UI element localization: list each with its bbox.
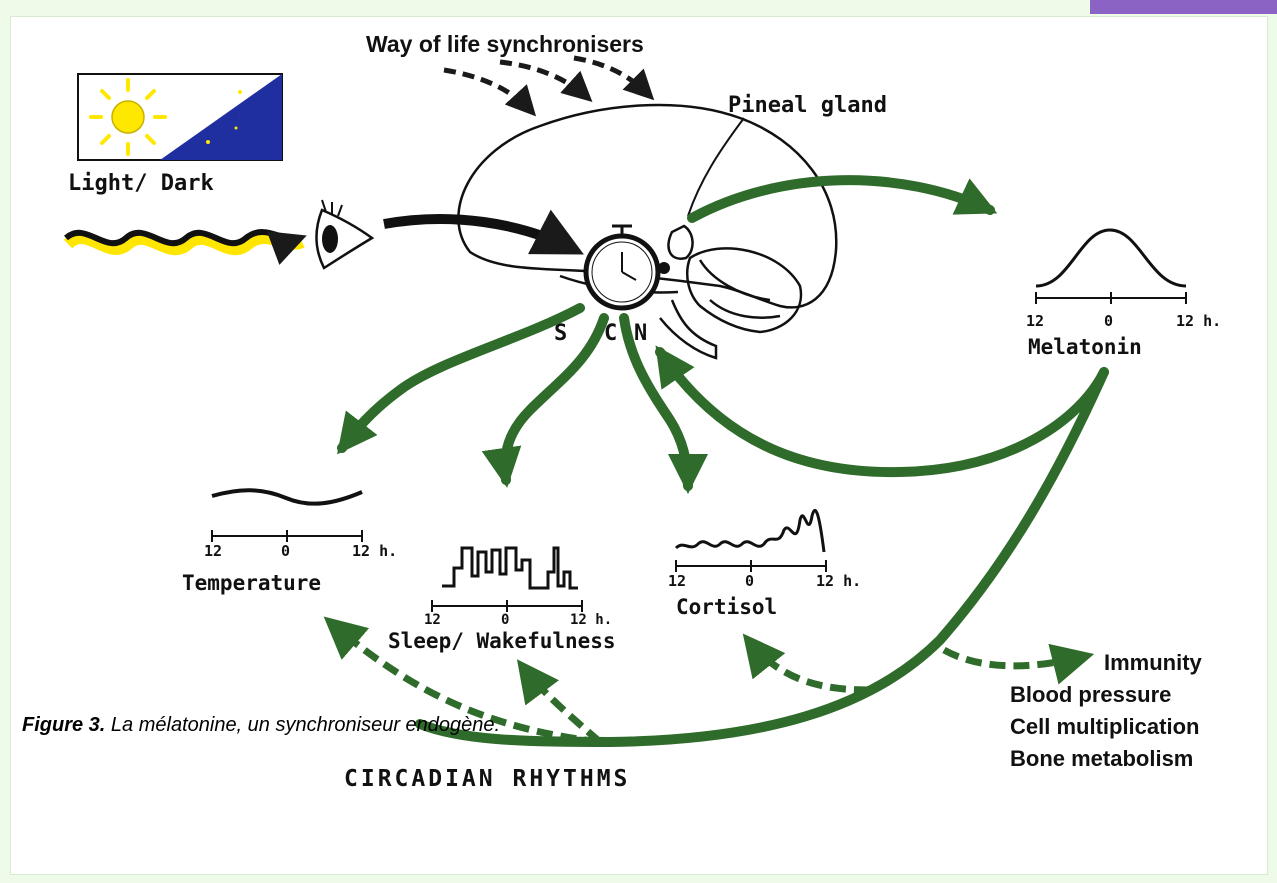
temperature-tick-right: 12 h. [352,542,397,560]
sleep-tick-right: 12 h. [570,612,612,628]
scn-letter-n: N [634,321,647,346]
cortisol-chart [676,510,826,572]
pineal-gland-label: Pineal gland [728,93,887,118]
caption-figure-number: Figure 3. [22,714,105,736]
melatonin-tick-mid: 0 [1104,312,1113,330]
scn-clock-icon [586,226,658,308]
light-dark-label: Light/ Dark [68,171,214,196]
scn-to-temperature-arrow [342,308,580,448]
figure-caption: Figure 3. La mélatonine, un synchroniseu… [22,714,500,737]
temperature-tick-left: 12 [204,542,222,560]
sleep-chart [432,548,582,612]
sun-icon [112,101,144,133]
melatonin-to-rhythms-line [420,372,1104,742]
scn-output-arrows [342,180,1104,742]
to-effects-dashed-arrow [944,650,1086,666]
cortisol-tick-mid: 0 [745,572,754,590]
temperature-chart [212,490,362,542]
melatonin-chart [1036,230,1186,304]
effect-cell-multiplication: Cell multiplication [1010,714,1199,739]
effect-immunity: Immunity [1104,650,1203,675]
cortisol-tick-left: 12 [668,572,686,590]
synchronisers-label: Way of life synchronisers [366,31,644,57]
temperature-tick-mid: 0 [281,542,290,560]
circadian-rhythms-title: CIRCADIAN RHYTHMS [344,766,630,792]
eye-icon [316,200,372,268]
eye-to-scn-arrow [384,219,575,250]
sleep-tick-mid: 0 [501,612,509,628]
to-sleep-dashed-arrow [522,666,600,742]
melatonin-tick-right: 12 h. [1176,312,1221,330]
to-cortisol-dashed-arrow [748,640,870,690]
cortisol-label: Cortisol [676,595,777,619]
melatonin-tick-left: 12 [1026,312,1044,330]
effect-bone-metabolism: Bone metabolism [1010,746,1193,771]
pineal-gland-shape [668,226,692,259]
light-dark-icon [78,74,282,160]
synchroniser-arrows [444,58,650,112]
sleep-label: Sleep/ Wakefulness [388,629,616,653]
sleep-tick-left: 12 [424,612,441,628]
melatonin-label: Melatonin [1028,335,1142,359]
caption-text: La mélatonine, un synchroniseur endogène… [105,714,500,736]
pineal-to-melatonin-arrow [692,180,990,218]
effect-blood-pressure: Blood pressure [1010,682,1171,707]
melatonin-feedback-arrow [660,352,1104,472]
temperature-label: Temperature [182,571,321,595]
scn-to-cortisol-arrow [624,318,688,486]
cortisol-tick-right: 12 h. [816,572,861,590]
